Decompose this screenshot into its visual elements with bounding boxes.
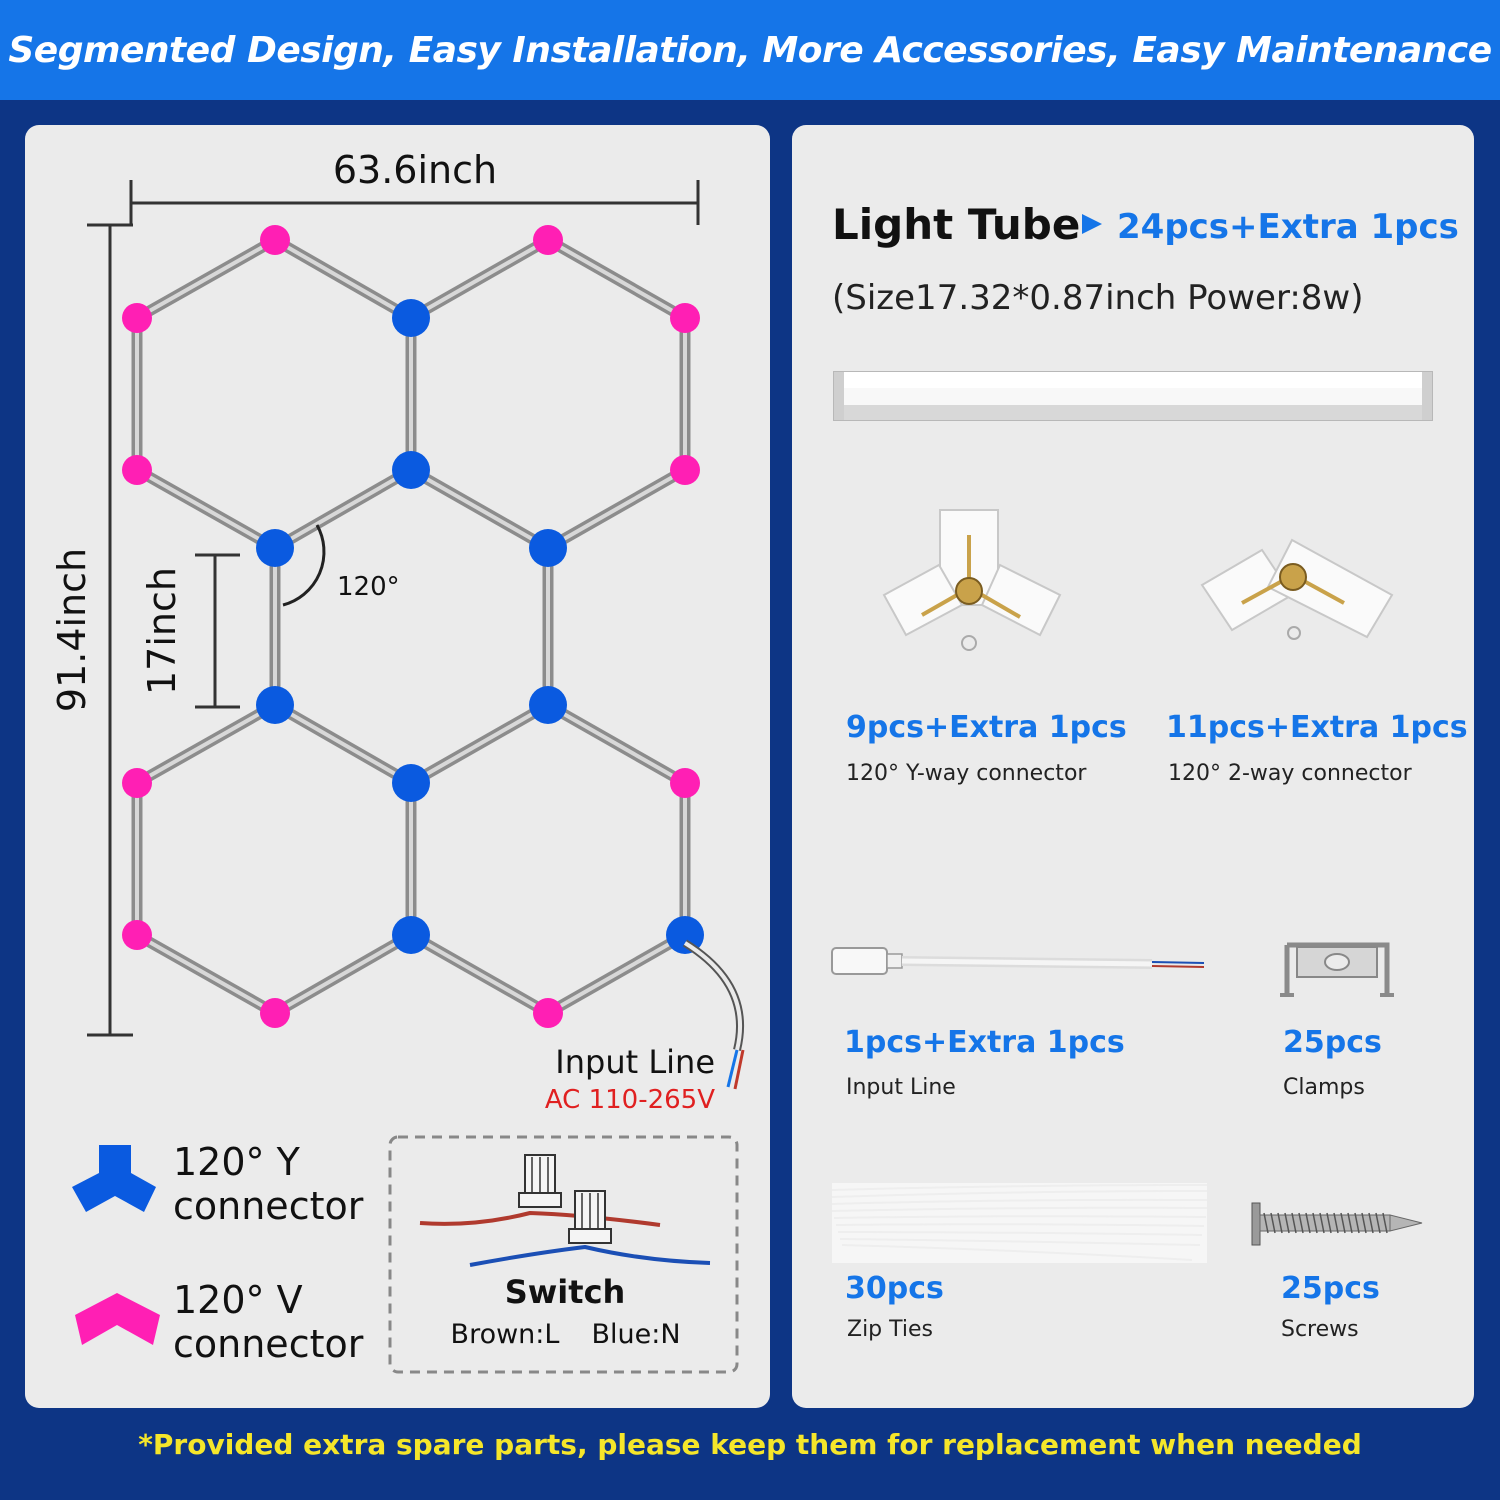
- v-connector-node: [122, 768, 152, 798]
- hex-grid-diagram: 63.6inch 91.4inch 17inch 120° Input Line…: [50, 148, 745, 1374]
- two-way-qty: 11pcs+Extra 1pcs: [1166, 710, 1468, 745]
- accessories-panel: Light Tube 24pcs+Extra 1pcs (Size17.32*0…: [792, 125, 1474, 1408]
- segment-label: 17inch: [140, 567, 184, 695]
- v-connector-node: [260, 225, 290, 255]
- accessory-illustrations: [831, 371, 1433, 1263]
- y-connector-node: [392, 299, 430, 337]
- y-connector-node: [392, 451, 430, 489]
- screws-desc: Screws: [1281, 1317, 1359, 1342]
- input-voltage-label: AC 110-265V: [545, 1085, 715, 1115]
- v-connector-node: [260, 998, 290, 1028]
- angle-label: 120°: [337, 572, 400, 602]
- v-connector-node: [122, 303, 152, 333]
- angle-arc: [282, 524, 326, 607]
- connectors: [122, 225, 704, 1028]
- legend-y-connector-icon: [72, 1145, 156, 1212]
- y-connector-node: [392, 916, 430, 954]
- switch-title: Switch: [505, 1273, 626, 1311]
- v-connector-node: [122, 920, 152, 950]
- y-connector-node: [529, 686, 567, 724]
- light-tube-spec: (Size17.32*0.87inch Power:8w): [832, 278, 1364, 318]
- v-connector-node: [670, 303, 700, 333]
- banner-headline: Segmented Design, Easy Installation, Mor…: [8, 29, 1492, 71]
- switch-blue-label: Blue:N: [591, 1319, 680, 1350]
- legend-v-line1: 120° V: [173, 1278, 303, 1322]
- input-line-image: [831, 947, 1205, 975]
- y-connector-node: [529, 529, 567, 567]
- y-way-desc: 120° Y-way connector: [846, 761, 1087, 786]
- wire-nut-icons: [419, 1154, 711, 1267]
- zip-ties-desc: Zip Ties: [847, 1317, 934, 1342]
- footnote: *Provided extra spare parts, please keep…: [138, 1428, 1362, 1461]
- width-label: 63.6inch: [333, 148, 497, 192]
- y-way-connector-image: [882, 509, 1062, 651]
- segment-dimension: [195, 553, 240, 709]
- clamp-image: [1280, 942, 1394, 997]
- two-way-connector-image: [1200, 538, 1394, 640]
- layout-diagram-panel: 63.6inch 91.4inch 17inch 120° Input Line…: [25, 125, 770, 1408]
- play-arrow-icon: [1082, 214, 1102, 234]
- switch-box: [388, 1135, 739, 1374]
- legend-v-connector-icon: [75, 1293, 160, 1345]
- input-line-qty: 1pcs+Extra 1pcs: [844, 1025, 1125, 1060]
- input-cable: [682, 939, 744, 1051]
- input-line-label: Input Line: [555, 1043, 715, 1081]
- legend-y-line2: connector: [173, 1184, 364, 1228]
- y-connector-node: [256, 686, 294, 724]
- height-label: 91.4inch: [50, 548, 94, 712]
- v-connector-node: [122, 455, 152, 485]
- clamps-desc: Clamps: [1283, 1075, 1365, 1100]
- y-connector-node: [392, 764, 430, 802]
- v-connector-node: [533, 225, 563, 255]
- y-way-qty: 9pcs+Extra 1pcs: [846, 710, 1127, 745]
- light-tube-title: Light Tube: [832, 200, 1081, 249]
- screw-image: [1251, 1202, 1423, 1246]
- light-tube-image: [833, 371, 1433, 421]
- v-connector-node: [670, 455, 700, 485]
- two-way-desc: 120° 2-way connector: [1168, 761, 1412, 786]
- switch-brown-label: Brown:L: [451, 1319, 560, 1350]
- height-dimension: [87, 223, 133, 1037]
- screws-qty: 25pcs: [1281, 1271, 1380, 1306]
- top-banner: Segmented Design, Easy Installation, Mor…: [0, 0, 1500, 100]
- v-connector-node: [533, 998, 563, 1028]
- v-connector-node: [670, 768, 700, 798]
- zip-ties-qty: 30pcs: [845, 1271, 944, 1306]
- legend-v-line2: connector: [173, 1322, 364, 1366]
- y-connector-node: [256, 529, 294, 567]
- clamps-qty: 25pcs: [1283, 1025, 1382, 1060]
- input-line-desc: Input Line: [846, 1075, 956, 1100]
- legend-y-line1: 120° Y: [173, 1140, 301, 1184]
- light-tube-qty: 24pcs+Extra 1pcs: [1117, 207, 1459, 247]
